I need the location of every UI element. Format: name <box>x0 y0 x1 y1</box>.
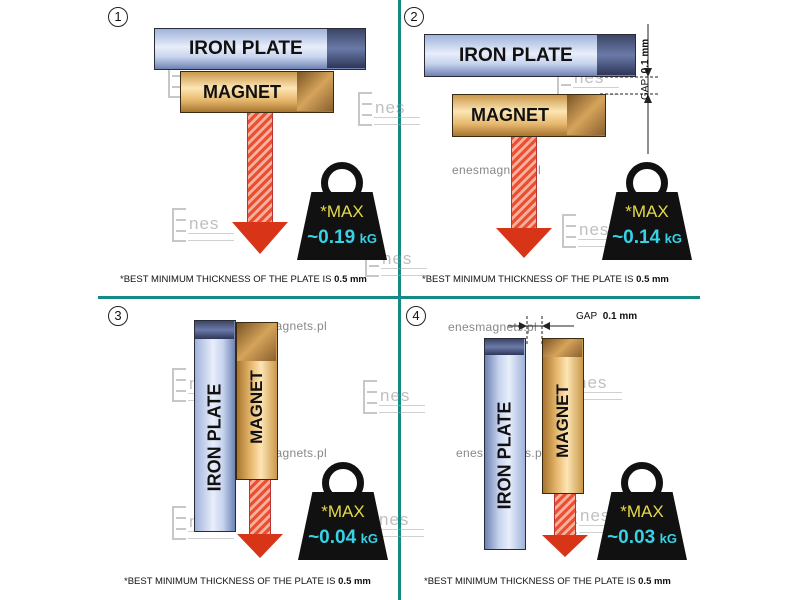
force-arrow-head <box>237 534 283 558</box>
magnet-label: MAGNET <box>553 384 572 458</box>
force-arrow-head <box>232 222 288 254</box>
gap-dimension-marker <box>508 316 574 344</box>
weight-icon: *MAX ~0.03 kG <box>597 462 687 560</box>
gap-label: GAP 0.1 mm <box>640 38 651 100</box>
website-watermark: enesmagnets.pl <box>448 320 537 334</box>
panel-number: 1 <box>108 7 128 27</box>
magnet: MAGNET <box>452 94 606 137</box>
force-value: ~0.14 kG <box>612 227 682 248</box>
magnet-label: MAGNET <box>203 82 281 102</box>
max-label: *MAX <box>320 202 364 221</box>
thickness-note: *BEST MINIMUM THICKNESS OF THE PLATE IS … <box>422 274 669 285</box>
max-label: *MAX <box>625 202 669 221</box>
thickness-note: *BEST MINIMUM THICKNESS OF THE PLATE IS … <box>120 274 367 285</box>
vertical-divider <box>398 0 401 600</box>
thickness-note: *BEST MINIMUM THICKNESS OF THE PLATE IS … <box>124 576 371 587</box>
iron-plate: IRON PLATE <box>194 320 236 532</box>
max-label: *MAX <box>620 502 664 521</box>
weight-icon: *MAX ~0.04 kG <box>298 462 388 560</box>
horizontal-divider <box>98 296 700 299</box>
iron-plate-label: IRON PLATE <box>459 45 573 66</box>
enes-watermark-logo: nes <box>363 380 425 414</box>
gap-dimension-marker <box>600 24 660 154</box>
panel-number: 2 <box>404 7 424 27</box>
force-value: ~0.04 kG <box>308 527 378 548</box>
force-arrow-shaft <box>511 136 537 228</box>
magnet-label: MAGNET <box>247 370 266 444</box>
enes-watermark-logo: nes <box>358 92 420 126</box>
iron-plate-label: IRON PLATE <box>189 38 303 59</box>
iron-plate: IRON PLATE <box>484 338 526 550</box>
force-arrow-shaft <box>554 494 576 536</box>
weight-icon: *MAX ~0.14 kG <box>602 162 692 260</box>
enes-watermark-logo: nes <box>562 214 624 248</box>
force-arrow-shaft <box>249 478 271 534</box>
enes-watermark-logo: nes <box>172 208 234 242</box>
gap-label: GAP 0.1 mm <box>576 311 638 322</box>
iron-plate-label: IRON PLATE <box>494 401 515 510</box>
panel-number: 3 <box>108 306 128 326</box>
iron-plate: IRON PLATE <box>154 28 366 70</box>
iron-plate: IRON PLATE <box>424 34 636 77</box>
weight-icon: *MAX ~0.19 kG <box>297 162 387 260</box>
magnet-label: MAGNET <box>471 105 549 125</box>
force-arrow-head <box>542 535 588 557</box>
magnet: MAGNET <box>236 322 278 480</box>
force-value: ~0.03 kG <box>607 527 677 548</box>
force-arrow-shaft <box>247 112 273 222</box>
force-value: ~0.19 kG <box>307 227 377 248</box>
magnet: MAGNET <box>542 338 584 494</box>
magnet: MAGNET <box>180 71 334 113</box>
thickness-note: *BEST MINIMUM THICKNESS OF THE PLATE IS … <box>424 576 671 587</box>
panel-number: 4 <box>406 306 426 326</box>
max-label: *MAX <box>321 502 365 521</box>
iron-plate-label: IRON PLATE <box>204 383 225 492</box>
force-arrow-head <box>496 228 552 258</box>
